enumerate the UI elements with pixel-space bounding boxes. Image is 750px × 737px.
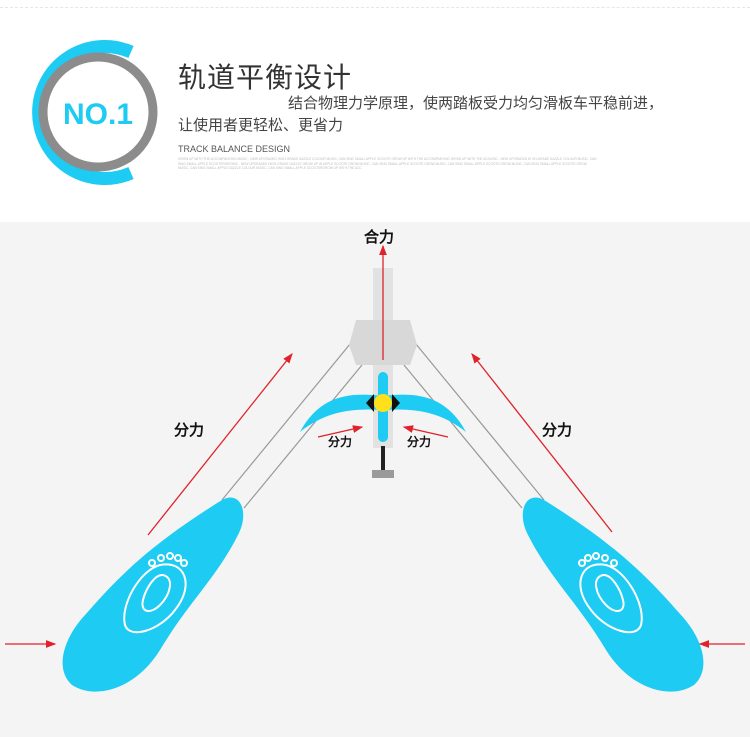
top-divider xyxy=(0,7,750,8)
left-footprint-icon xyxy=(123,552,188,634)
page-title: 轨道平衡设计 xyxy=(178,61,353,94)
left-foot-pad xyxy=(62,497,244,692)
right-footprint-icon xyxy=(578,552,643,634)
right-center-arrow xyxy=(402,425,449,438)
badge-text: NO.1 xyxy=(63,98,133,131)
description-line-2: 让使用者更轻松、更省力 xyxy=(178,116,344,134)
fine-print: GROW UP WITH THE ACCOMPANYING MUSIC - NE… xyxy=(178,157,597,170)
center-right-component-label: 分力 xyxy=(407,435,432,449)
left-swing-arm xyxy=(300,394,383,432)
left-component-label: 分力 xyxy=(174,421,205,439)
right-component-label: 分力 xyxy=(542,421,573,439)
right-bracket-icon xyxy=(392,394,400,412)
balance-diagram: 合力 分力 分力 分力 分力 xyxy=(0,222,750,737)
hinge-icon xyxy=(374,394,392,412)
adjust-rod xyxy=(381,446,385,470)
right-component-arrow xyxy=(471,352,613,533)
left-rail xyxy=(221,337,363,509)
resultant-force-label: 合力 xyxy=(364,228,395,246)
right-swing-arm xyxy=(383,394,466,432)
left-center-arrow xyxy=(317,425,364,438)
adjust-knob xyxy=(372,470,394,478)
description-line-1: 结合物理力学原理，使两踏板受力均匀滑板车平稳前进， xyxy=(288,94,664,112)
center-left-component-label: 分力 xyxy=(328,435,353,449)
left-bracket-icon xyxy=(366,394,374,412)
right-rail xyxy=(403,337,545,509)
right-foot-pad xyxy=(522,497,704,692)
english-title: TRACK BALANCE DESIGN xyxy=(178,144,291,154)
left-component-arrow xyxy=(147,352,293,536)
no1-badge: NO.1 xyxy=(32,40,158,185)
